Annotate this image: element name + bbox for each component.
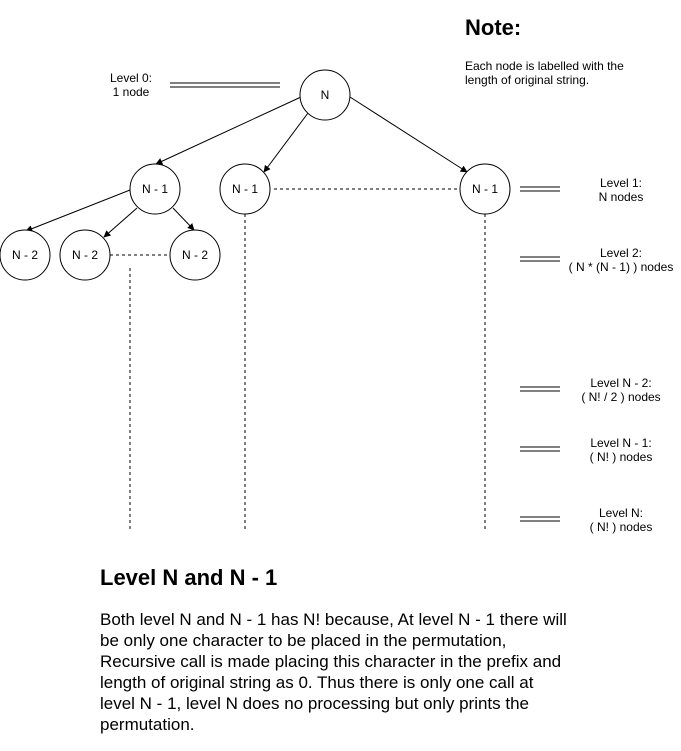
level-2-marker (520, 256, 560, 262)
level-count: ( N! ) nodes (589, 520, 653, 534)
node-level1-mid: N - 1 (219, 163, 271, 215)
note-body-line: Each node is labelled with the (465, 59, 624, 73)
edge-n1-to-n2-b (103, 207, 138, 238)
note-title: Note: (465, 15, 522, 40)
section-line: Recursive call is made placing this char… (100, 652, 562, 671)
level-n-marker (520, 516, 560, 522)
edge-root-to-n1-left (155, 96, 302, 165)
level-name: Level 1: (599, 176, 643, 190)
section-line: be only one character to be placed in th… (100, 631, 507, 650)
level-0-label: Level 0: 1 node (96, 71, 166, 99)
level-n-2-label: Level N - 2: ( N! / 2 ) nodes (561, 376, 681, 404)
level-n-label: Level N: ( N! ) nodes (561, 506, 681, 534)
node-level2-a-label: N - 2 (12, 248, 38, 262)
section-title: Level N and N - 1 (100, 565, 278, 590)
level-count: ( N! ) nodes (589, 450, 653, 464)
level-count: ( N * (N - 1) ) nodes (568, 260, 674, 274)
section-line: level N - 1, level N does no processing … (100, 694, 530, 713)
section-line: Both level N and N - 1 has N! because, A… (100, 610, 567, 629)
node-level2-b: N - 2 (59, 229, 111, 281)
level-0-marker (170, 82, 280, 88)
node-level1-left: N - 1 (129, 163, 181, 215)
edge-root-to-n1-mid (263, 112, 309, 173)
node-level1-mid-label: N - 1 (232, 182, 258, 196)
edge-root-to-n1-right (349, 96, 468, 173)
node-root-label: N (321, 88, 330, 102)
level-n-1-marker (520, 446, 560, 452)
level-count: 1 node (112, 85, 150, 99)
edge-n1-to-n2-a (25, 189, 131, 232)
level-name: Level N - 2: (590, 376, 652, 390)
level-n-1-label: Level N - 1: ( N! ) nodes (561, 436, 681, 464)
level-1-marker (520, 186, 560, 192)
node-root: N (299, 69, 351, 121)
note-body-line: length of original string. (465, 73, 590, 87)
level-name: Level 2: (599, 246, 643, 260)
section-body: Both level N and N - 1 has N! because, A… (100, 609, 660, 735)
level-1-label: Level 1: N nodes (561, 176, 681, 204)
node-level1-right: N - 1 (459, 163, 511, 215)
level-2-label: Level 2: ( N * (N - 1) ) nodes (561, 246, 681, 274)
level-count: N nodes (598, 190, 644, 204)
node-level2-c: N - 2 (169, 229, 221, 281)
note-body: Each node is labelled with the length of… (465, 59, 624, 87)
node-level2-b-label: N - 2 (72, 248, 98, 262)
edge-n1-to-n2-c (172, 207, 195, 231)
section-line: permutation. (100, 715, 195, 734)
section-line: length of original string as 0. Thus the… (100, 673, 534, 692)
level-name: Level N: (598, 506, 644, 520)
node-level1-right-label: N - 1 (472, 182, 498, 196)
level-count: ( N! / 2 ) nodes (581, 390, 661, 404)
node-level2-c-label: N - 2 (182, 248, 208, 262)
node-level1-left-label: N - 1 (142, 182, 168, 196)
node-level2-a: N - 2 (0, 229, 51, 281)
level-name: Level 0: (109, 71, 153, 85)
level-n-2-marker (520, 386, 560, 392)
level-name: Level N - 1: (590, 436, 652, 450)
